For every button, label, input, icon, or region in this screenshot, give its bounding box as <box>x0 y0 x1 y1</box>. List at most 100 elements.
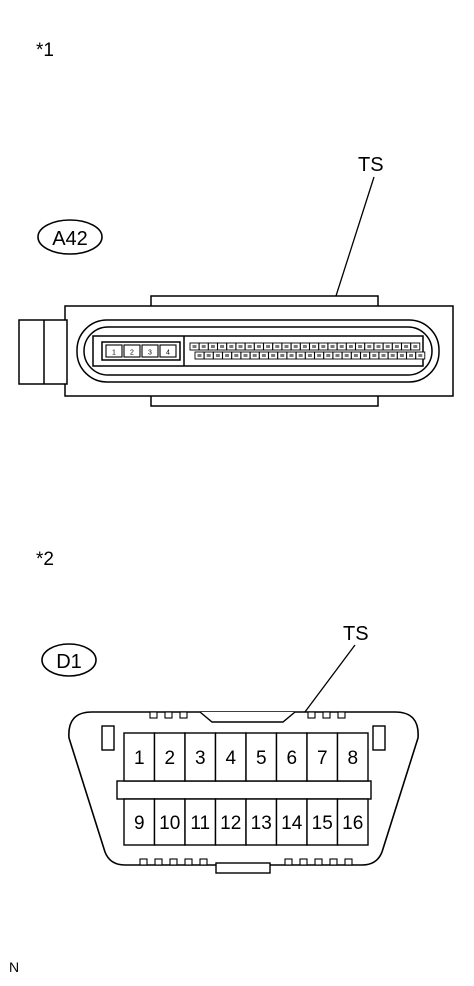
dlc3-bottom-tab <box>215 862 271 874</box>
ecu-terminal-pin-mark <box>261 354 266 357</box>
ecu-terminal-pin-mark <box>197 354 202 357</box>
figure2-connector-id: D1 <box>56 651 82 673</box>
dlc3-rib <box>199 858 208 866</box>
dlc3-pin-number: 14 <box>281 813 303 834</box>
dlc3-pin-number: 2 <box>164 748 175 769</box>
figure2-callout-ts: TS <box>343 623 369 645</box>
dlc3-pin-cell <box>214 732 247 782</box>
ecu-terminal-pin-mark <box>363 354 368 357</box>
ecu-small-pin-number: 2 <box>130 350 134 357</box>
dlc3-pin-number: 7 <box>317 748 328 769</box>
ecu-terminal-pin-mark <box>413 345 418 348</box>
dlc3-pin-number: 3 <box>195 748 206 769</box>
figure1-connector-id: A42 <box>52 228 88 250</box>
dlc3-pin-number: 10 <box>159 813 180 834</box>
dlc3-rib <box>149 711 158 719</box>
ecu-terminal-pin-mark <box>280 354 285 357</box>
ecu-terminal-pin-mark <box>312 345 317 348</box>
dlc3-pin-cell <box>275 732 308 782</box>
dlc3-right-clip <box>372 725 386 751</box>
dlc3-pin-cell <box>336 732 369 782</box>
dlc3-key-notch <box>199 711 296 723</box>
ecu-terminal-pin-mark <box>220 345 225 348</box>
dlc3-pin-number: 15 <box>312 813 333 834</box>
ecu-connector-a42 <box>18 295 454 407</box>
ecu-terminal-pin-mark <box>353 354 358 357</box>
ecu-terminal-pin-mark <box>307 354 312 357</box>
ecu-terminal-pin-mark <box>409 354 414 357</box>
dlc3-top-ribs <box>149 711 346 719</box>
figure1-connector-badge: A42 <box>37 219 103 255</box>
ecu-terminal-pin-mark <box>339 345 344 348</box>
ecu-terminal-pin-mark <box>229 345 234 348</box>
ecu-terminal-pin-mark <box>252 354 257 357</box>
ecu-terminal-pin-mark <box>326 354 331 357</box>
dlc3-separator-bar <box>116 780 372 800</box>
ecu-terminal-pin-mark <box>399 354 404 357</box>
ecu-terminal-pin-mark <box>394 345 399 348</box>
ecu-terminal-pin-mark <box>372 354 377 357</box>
ecu-small-pin <box>105 344 123 358</box>
ecu-terminal-pin-mark <box>344 354 349 357</box>
ecu-small-pin-number: 1 <box>112 350 116 357</box>
ecu-terminal-pin-mark <box>275 345 280 348</box>
dlc3-pin-cell <box>306 798 339 846</box>
dlc3-pin-number: 6 <box>286 748 297 769</box>
ecu-terminal-pin-mark <box>404 345 409 348</box>
dlc3-rib <box>344 858 353 866</box>
dlc3-bottom-ribs <box>139 858 353 866</box>
ecu-terminal-pin-mark <box>385 345 390 348</box>
figure1-connector-badge-oval <box>37 219 103 255</box>
dlc3-pin-cell <box>245 798 278 846</box>
dlc3-pin-number: 4 <box>225 748 236 769</box>
footer-code: N <box>9 959 19 975</box>
dlc3-pin-number: 1 <box>134 748 145 769</box>
dlc3-rib <box>169 858 178 866</box>
dlc3-rib <box>154 858 163 866</box>
ecu-terminal-pin-mark <box>302 345 307 348</box>
ecu-small-pin-number: 4 <box>166 350 170 357</box>
dlc3-pin-number: 13 <box>251 813 272 834</box>
ecu-terminal-pin-mark <box>266 345 271 348</box>
dlc3-rib <box>307 711 316 719</box>
ecu-terminal-pin-mark <box>381 354 386 357</box>
ecu-terminal-pin-mark <box>330 345 335 348</box>
ecu-terminal-pin-mark <box>376 345 381 348</box>
ecu-terminal-pin-mark <box>243 354 248 357</box>
figure1-label: *1 <box>36 40 54 61</box>
figure2-label: *2 <box>36 549 54 570</box>
dlc3-rib <box>329 858 338 866</box>
ecu-terminal-pin-mark <box>321 345 326 348</box>
ecu-terminal-pin-mark <box>348 345 353 348</box>
dlc3-pin-cell <box>214 798 247 846</box>
dlc3-rib <box>139 858 148 866</box>
ecu-terminal-pin-mark <box>206 354 211 357</box>
dlc3-pin-number: 11 <box>190 813 210 834</box>
dlc3-pin-cell <box>275 798 308 846</box>
ecu-terminal-pin-mark <box>298 354 303 357</box>
dlc3-pin-cell <box>184 732 217 782</box>
dlc3-rib <box>299 858 308 866</box>
ecu-terminal-pin-mark <box>289 354 294 357</box>
dlc3-rib <box>322 711 331 719</box>
dlc3-rib <box>314 858 323 866</box>
dlc3-rib <box>184 858 193 866</box>
ecu-terminal-pin-mark <box>390 354 395 357</box>
ecu-small-pin <box>123 344 141 358</box>
dlc3-pin-cell <box>336 798 369 846</box>
ecu-terminal-pin-mark <box>284 345 289 348</box>
dlc3-pin-number: 9 <box>134 813 145 834</box>
ecu-terminal-pin-mark <box>358 345 363 348</box>
dlc3-pin-number: 5 <box>256 748 267 769</box>
dlc3-rib <box>284 858 293 866</box>
ecu-terminal-pin-mark <box>225 354 230 357</box>
ecu-terminal-pin-mark <box>201 345 206 348</box>
figure2-connector-badge-oval <box>41 643 97 677</box>
dlc3-pin-number: 8 <box>347 748 358 769</box>
dlc3-rib <box>337 711 346 719</box>
ecu-small-pin <box>159 344 177 358</box>
